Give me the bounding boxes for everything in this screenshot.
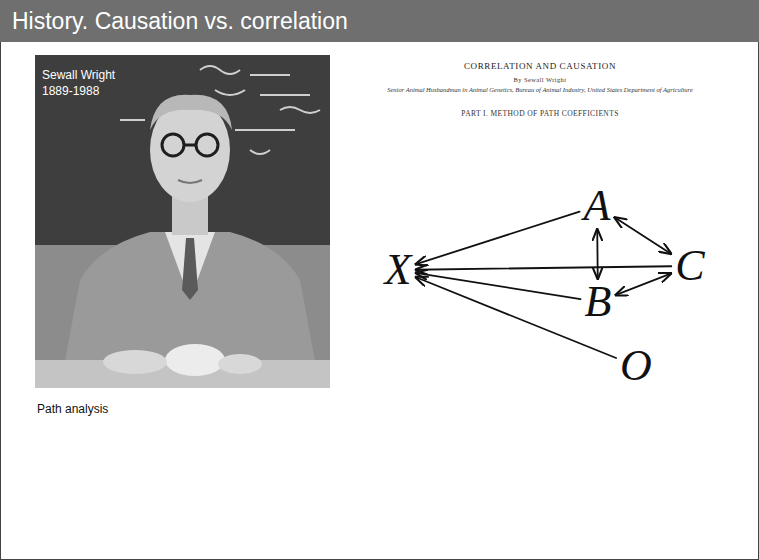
path-variable: O — [618, 344, 654, 388]
photo-caption: 1889-1988 — [42, 84, 99, 98]
header-bar: History. Causation vs. correlation — [0, 0, 759, 42]
variable-letter: O — [618, 344, 654, 388]
photo-ground — [35, 55, 330, 388]
paper-author: By Sewall Wright — [355, 76, 725, 84]
photo-caption: Sewall Wright — [42, 68, 115, 82]
paper-part: PART I. METHOD OF PATH COEFFICIENTS — [355, 109, 725, 118]
blackboard — [35, 55, 330, 245]
path-arrow — [415, 266, 671, 270]
variable-letter: X — [383, 248, 414, 292]
variable-letter: B — [583, 280, 614, 324]
variable-letter: C — [673, 244, 706, 288]
correlation-arrow — [614, 217, 671, 254]
variable-letter: A — [582, 184, 613, 228]
guinea-pig — [165, 344, 225, 376]
path-variable: C — [673, 244, 706, 288]
shirt — [165, 232, 215, 300]
photo-caption: Sewall Wright — [42, 68, 115, 82]
hand — [218, 354, 262, 374]
paper-affiliation: Senior Animal Husbandman in Animal Genet… — [387, 86, 693, 93]
paper-title: CORRELATION AND CAUSATION — [355, 61, 725, 72]
paper-affiliation: Senior Animal Husbandman in Animal Genet… — [375, 86, 705, 95]
path-variable: X — [383, 248, 414, 292]
portrait-photo — [35, 55, 330, 388]
glasses-bridge — [184, 144, 196, 147]
correlation-arrow — [596, 229, 598, 279]
hair — [150, 95, 232, 130]
path-arrow — [415, 277, 616, 358]
mouth — [178, 180, 202, 183]
paper-part: PART I. METHOD OF PATH COEFFICIENTS — [461, 109, 618, 118]
paper-author: By Sewall Wright — [514, 76, 567, 83]
path-arrow — [415, 273, 580, 299]
hand — [103, 350, 167, 374]
path-variable: B — [583, 280, 614, 324]
caption-text: Path analysis — [37, 402, 108, 416]
glasses — [162, 134, 184, 156]
path-arrow — [415, 212, 579, 265]
caption-text: Path analysis — [37, 402, 108, 416]
paper-title: CORRELATION AND CAUSATION — [464, 61, 616, 71]
glasses — [196, 134, 218, 156]
path-variable: A — [582, 184, 613, 228]
photo-caption: 1889-1988 — [42, 84, 99, 98]
correlation-arrow — [615, 273, 671, 295]
slide-title: History. Causation vs. correlation — [12, 7, 348, 35]
tie — [182, 238, 198, 300]
